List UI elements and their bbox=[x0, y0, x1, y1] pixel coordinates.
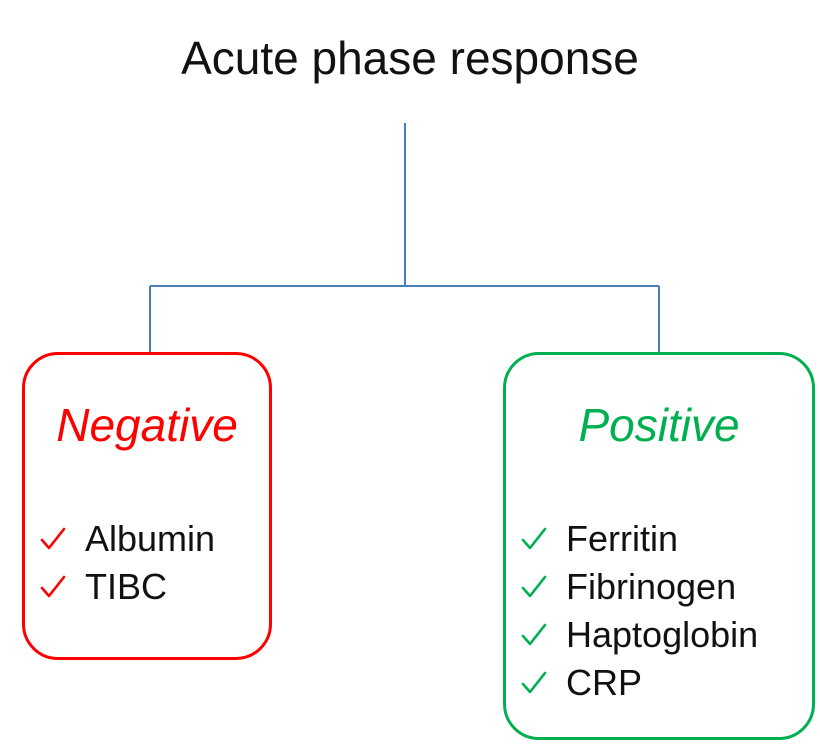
list-item: Albumin bbox=[39, 515, 215, 563]
check-icon bbox=[521, 623, 547, 646]
item-label: CRP bbox=[566, 662, 643, 703]
diagram-title: Acute phase response bbox=[181, 32, 639, 84]
positive-heading: Positive bbox=[578, 399, 740, 451]
list-item: Haptoglobin bbox=[520, 611, 758, 659]
item-label: Albumin bbox=[85, 518, 216, 559]
check-icon bbox=[521, 671, 547, 694]
negative-item-list: Albumin TIBC bbox=[39, 515, 215, 611]
list-item: Ferritin bbox=[520, 515, 758, 563]
check-icon bbox=[40, 575, 66, 598]
positive-box: Positive Ferritin Fibrinogen Haptoglobin… bbox=[503, 352, 815, 740]
check-icon bbox=[40, 527, 66, 550]
negative-heading: Negative bbox=[56, 399, 238, 451]
positive-item-list: Ferritin Fibrinogen Haptoglobin CRP bbox=[520, 515, 758, 707]
check-icon bbox=[521, 527, 547, 550]
list-item: Fibrinogen bbox=[520, 563, 758, 611]
negative-box: Negative Albumin TIBC bbox=[22, 352, 272, 660]
list-item: TIBC bbox=[39, 563, 215, 611]
item-label: Haptoglobin bbox=[566, 614, 759, 655]
item-label: TIBC bbox=[85, 566, 168, 607]
list-item: CRP bbox=[520, 659, 758, 707]
check-icon bbox=[521, 575, 547, 598]
item-label: Fibrinogen bbox=[566, 566, 737, 607]
item-label: Ferritin bbox=[566, 518, 679, 559]
